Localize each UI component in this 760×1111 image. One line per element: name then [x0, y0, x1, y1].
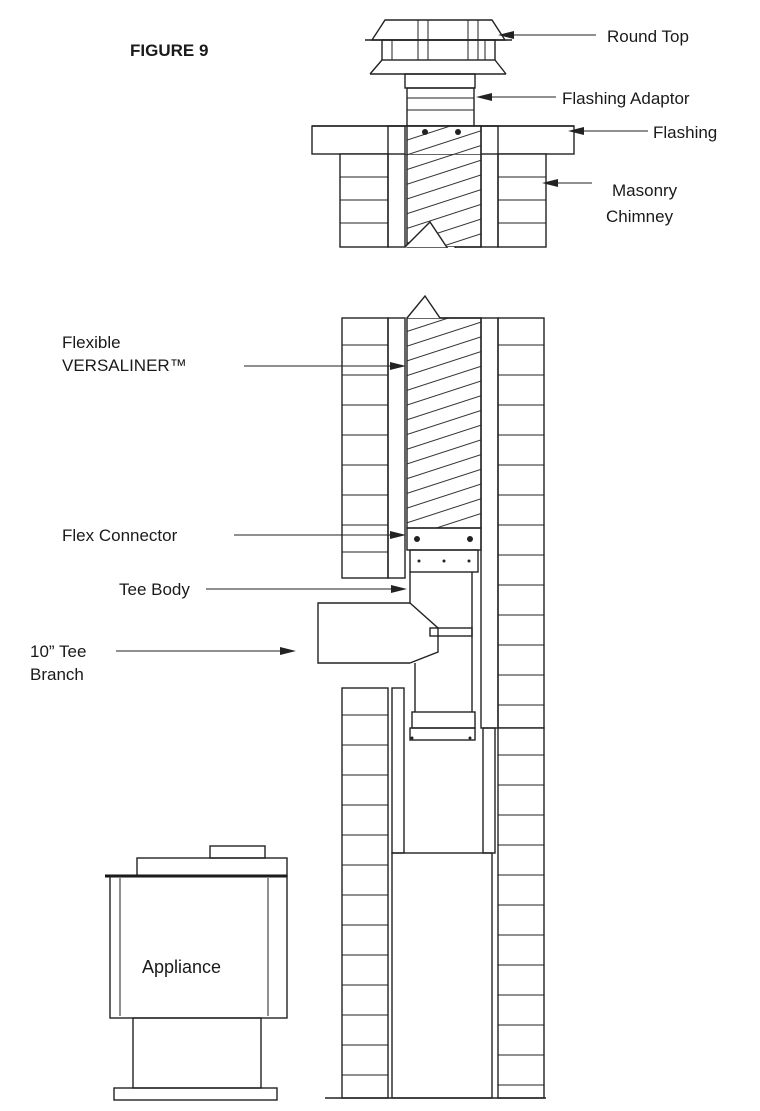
appliance-drawing — [105, 845, 288, 1101]
masonry-label: Masonry — [612, 181, 678, 200]
masonry-chimney-bottom — [325, 687, 546, 1099]
round-top-label: Round Top — [607, 27, 689, 46]
round-top — [365, 19, 512, 75]
appliance-label: Appliance — [142, 957, 222, 977]
flex-connector-label: Flex Connector — [62, 526, 178, 545]
flashing-adaptor-label: Flashing Adaptor — [562, 89, 690, 108]
flashing-adaptor — [404, 73, 476, 127]
leader-lines — [116, 31, 648, 655]
tee-body-label: Tee Body — [119, 580, 190, 599]
figure-title: FIGURE 9 — [130, 41, 209, 60]
chimney-label: Chimney — [606, 207, 674, 226]
tee-branch-label-line1: 10” Tee — [30, 642, 87, 661]
flexible-label: Flexible — [62, 333, 121, 352]
versaliner-label: VERSALINER™ — [62, 356, 187, 375]
tee-branch-label-line2: Branch — [30, 665, 84, 684]
masonry-chimney-top — [339, 125, 547, 278]
masonry-chimney-middle — [341, 294, 545, 729]
flashing-label: Flashing — [653, 123, 718, 142]
flex-connector — [406, 527, 482, 573]
tee-body — [317, 572, 476, 741]
